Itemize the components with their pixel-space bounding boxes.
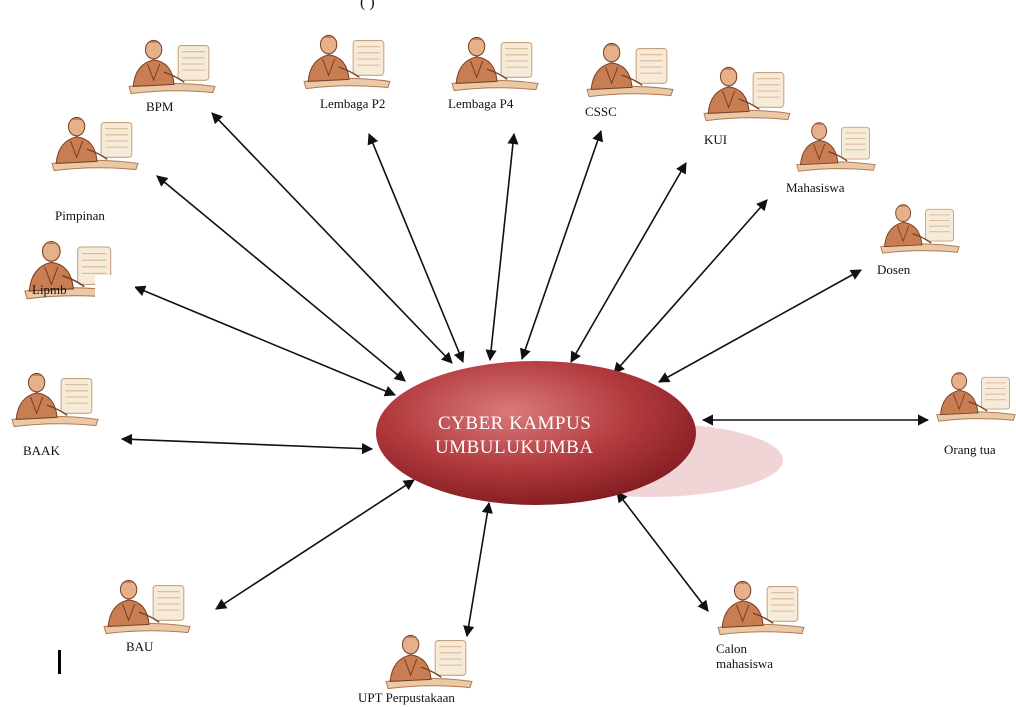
node-label-lembaga-p2: Lembaga P2	[320, 96, 386, 111]
node-label-calon-line2: mahasiswa	[716, 656, 774, 671]
hub-label-line2: UMBULUKUMBA	[435, 437, 594, 458]
node-label-baak: BAAK	[23, 443, 60, 458]
node-label-bau: BAU	[126, 639, 154, 654]
arrow-bpm	[211, 112, 453, 364]
kui-person-icon	[703, 66, 791, 122]
baak-person-icon	[11, 372, 99, 428]
calon-mahasiswa-person-icon	[717, 580, 805, 636]
dosen-person-icon	[880, 204, 960, 254]
orang-tua-person-icon	[936, 372, 1016, 422]
arrow-cssc	[520, 129, 603, 361]
node-label-orang-tua: Orang tua	[944, 442, 996, 457]
arrow-dosen	[658, 269, 862, 383]
arrow-kui	[570, 162, 687, 363]
node-label-calon-line1: Calon	[716, 641, 748, 656]
node-label-lipmb: Lipmb	[32, 282, 67, 297]
upt-perpustakaan-person-icon	[385, 634, 473, 690]
node-label-dosen: Dosen	[877, 262, 911, 277]
lembaga-p2-person-icon	[303, 34, 391, 90]
node-label-bpm: BPM	[146, 99, 174, 114]
mahasiswa-person-icon	[796, 122, 876, 172]
node-label-mahasiswa: Mahasiswa	[786, 180, 845, 195]
pimpinan-person-icon	[51, 116, 139, 172]
arrow-lembaga-p4	[485, 132, 519, 362]
text-cursor	[58, 650, 61, 674]
node-label-calon-mahasiswa: Calon mahasiswa	[716, 641, 773, 671]
hub-label: CYBER KAMPUS UMBULUKUMBA	[380, 412, 692, 460]
arrow-pimpinan	[156, 175, 406, 382]
arrow-bau	[215, 479, 415, 610]
arrow-upt-perpustakaan	[463, 501, 493, 638]
lembaga-p4-person-icon	[451, 36, 539, 92]
top-clipped-text: ( )	[360, 0, 375, 11]
node-label-kui: KUI	[704, 132, 728, 147]
node-label-lembaga-p4: Lembaga P4	[448, 96, 514, 111]
node-label-pimpinan: Pimpinan	[55, 208, 105, 223]
arrow-lembaga-p2	[367, 132, 465, 364]
node-label-cssc: CSSC	[585, 104, 617, 119]
arrow-baak	[120, 433, 374, 455]
arrow-mahasiswa	[613, 199, 768, 374]
arrow-calon-mahasiswa	[616, 491, 709, 612]
icon-occlusion	[95, 275, 135, 311]
bau-person-icon	[103, 579, 191, 635]
hub-ellipse	[376, 361, 696, 505]
node-label-upt-perpustakaan: UPT Perpustakaan	[358, 690, 455, 705]
cssc-person-icon	[586, 42, 674, 98]
bpm-person-icon	[128, 39, 216, 95]
hub-label-line1: CYBER KAMPUS	[438, 413, 592, 434]
